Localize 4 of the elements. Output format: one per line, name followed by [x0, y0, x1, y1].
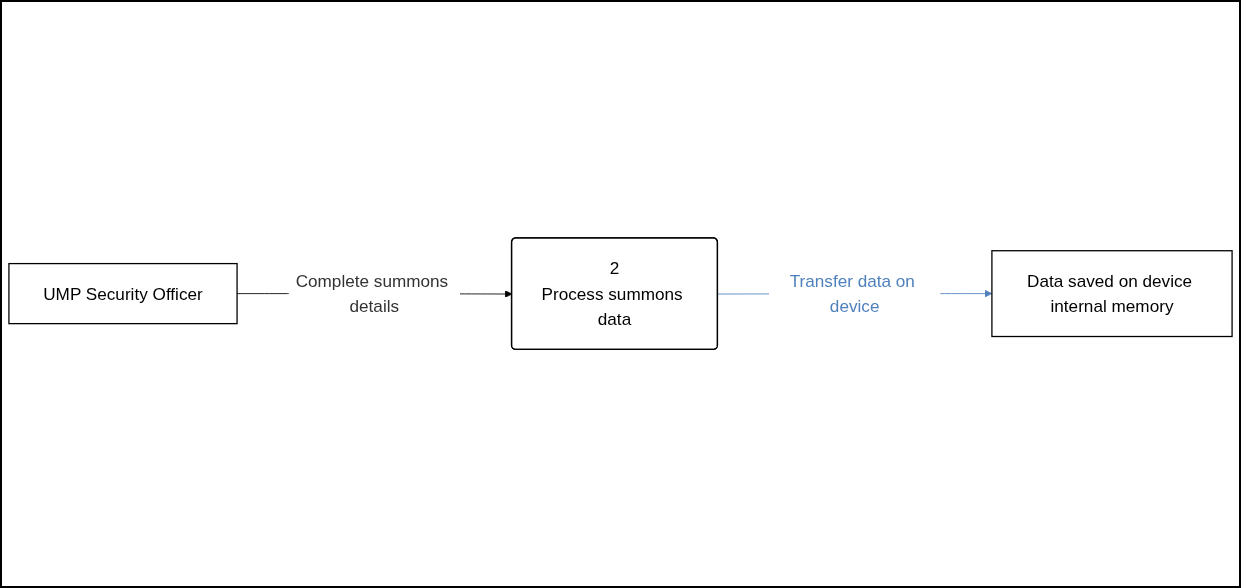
node-box: UMP Security Officer: [8, 263, 238, 325]
edge-label: Transfer data on device: [789, 271, 915, 317]
node-box: Data saved on device internal memory: [991, 250, 1233, 338]
edge-label: Complete summons details: [295, 271, 449, 317]
